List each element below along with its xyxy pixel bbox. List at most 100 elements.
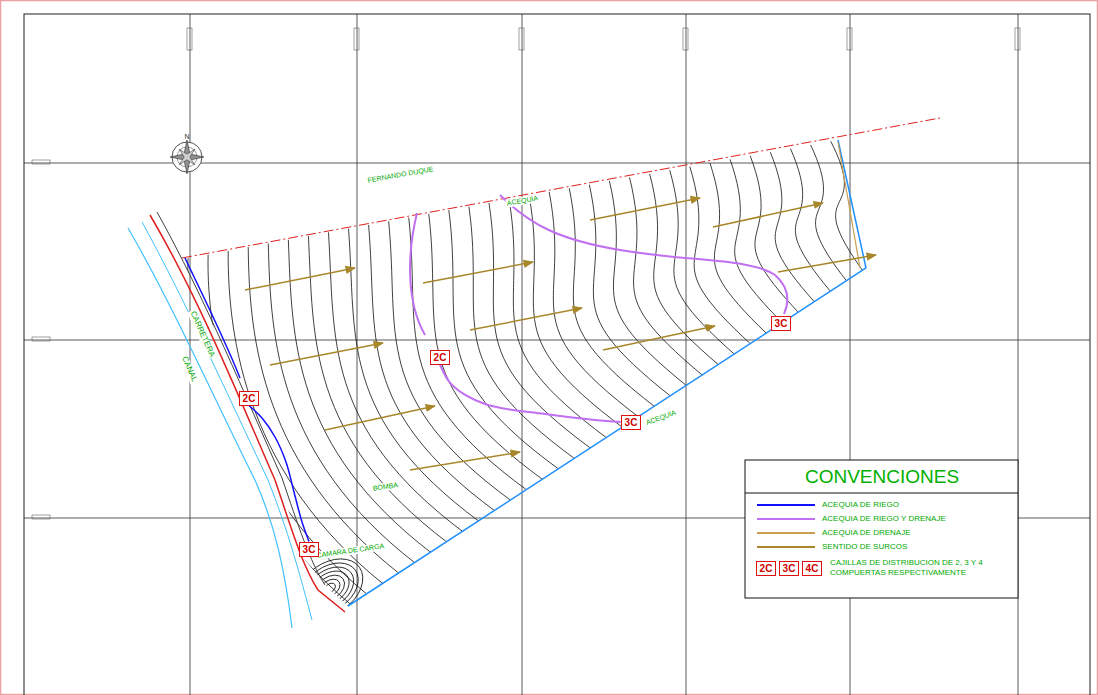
legend-sample (757, 546, 815, 548)
legend-text: ACEQUIA DE DRENAJE (822, 528, 910, 537)
contour-line (649, 173, 719, 366)
contour-line (268, 243, 415, 563)
irrigation-drainage-ditch (410, 213, 425, 335)
map-label: CARRETERA (187, 309, 216, 359)
contour-line (429, 214, 544, 480)
box-label: 3C (783, 563, 796, 574)
map-label: CANAL (179, 354, 199, 384)
furrow-arrow (410, 452, 520, 470)
legend-box (745, 460, 1018, 598)
grid-tick (519, 28, 524, 50)
label-anchor: FERNANDO DUQUE (365, 157, 436, 187)
grid-line (190, 14, 191, 695)
map-label: ACEQUIA (505, 194, 539, 207)
drawing-frame (24, 14, 1090, 695)
contour-line (409, 218, 528, 491)
map-label: N (183, 133, 190, 141)
furrow-arrow (603, 326, 715, 350)
contour-line (288, 240, 431, 553)
contour-line (286, 547, 374, 629)
contour-line (770, 151, 816, 304)
legend-sample (757, 518, 815, 520)
legend-box-symbol: 3C (779, 561, 800, 576)
contour-line (790, 147, 832, 293)
contour-line (208, 255, 367, 595)
box-label: 3C (775, 318, 788, 329)
grid-tick (187, 28, 192, 50)
label-anchor: CONVENCIONES (804, 467, 960, 488)
legend-text: SENTIDO DE SURCOS (822, 542, 907, 551)
distribution-box: 3C (771, 316, 792, 331)
contour-line (690, 166, 752, 345)
furrow-arrow (423, 262, 533, 283)
irrigation-ditch (185, 258, 240, 378)
box-label: 2C (243, 393, 256, 404)
furrow-arrow (590, 198, 700, 220)
contour-line (589, 184, 671, 397)
grid-line (686, 14, 687, 695)
grid-line (522, 14, 523, 695)
label-anchor: N (183, 125, 190, 143)
contour-line (750, 155, 800, 314)
grid-tick (32, 160, 50, 164)
legend-divider (745, 493, 1018, 494)
legend-entry: ACEQUIA DE RIEGO (822, 500, 899, 510)
furrow-arrow (470, 308, 582, 330)
furrow-arrow (713, 203, 823, 227)
road-edge (157, 212, 325, 585)
label-anchor: BOMBA (370, 473, 400, 495)
box-label: 2C (434, 352, 447, 363)
legend-title: CONVENCIONES (804, 467, 960, 488)
label-anchor: CARRETERA (186, 306, 223, 360)
grid-tick (1015, 28, 1020, 50)
label-anchor: CANAL (178, 351, 206, 385)
grid-line (24, 340, 1090, 341)
legend-text: ACEQUIA DE RIEGO Y DRENAJE (822, 514, 946, 523)
grid-tick (683, 28, 688, 50)
contour-line (850, 136, 880, 262)
distribution-box: 3C (621, 415, 642, 430)
distribution-box: 3C (299, 542, 320, 557)
legend-frame (745, 460, 1018, 598)
contour-line (328, 232, 463, 532)
contour-line (304, 564, 355, 612)
legend-box-symbol: 2C (756, 561, 777, 576)
legend-text: CAJILLAS DE DISTRIBUCION DE 2, 3 Y 4 COM… (830, 558, 983, 577)
contour-line (629, 177, 703, 376)
map-label: ACEQUIA (644, 408, 678, 427)
irrigation-ditch (249, 406, 309, 542)
irrigation-drainage-ditch (500, 195, 787, 314)
label-anchor: CAMARA DE CARGA (314, 534, 386, 562)
north-arrow (170, 140, 204, 174)
box-label: 3C (625, 417, 638, 428)
furrow-arrows (245, 198, 876, 470)
furrow-arrow (778, 255, 876, 272)
label-anchor: ACEQUIA (641, 401, 679, 429)
furrow-arrow (325, 406, 435, 430)
contour-line (369, 225, 496, 511)
property-line (182, 118, 940, 258)
legend-sample (757, 504, 815, 506)
grid-tick (847, 28, 852, 50)
grid-tick (32, 337, 50, 341)
contour-line (569, 188, 655, 407)
box-label: 3C (303, 544, 316, 555)
legend-entry: CAJILLAS DE DISTRIBUCION DE 2, 3 Y 4 COM… (830, 558, 1010, 577)
contour-line (449, 210, 560, 470)
label-anchor: ACEQUIA (504, 186, 540, 210)
map-label: CAMARA DE CARGA (315, 542, 385, 559)
compass-star (171, 141, 202, 172)
box-label: 2C (760, 563, 773, 574)
grid-tick (354, 28, 359, 50)
irrigation-drainage-ditch (440, 365, 621, 423)
compass-star (170, 140, 204, 174)
contour-line (317, 576, 344, 601)
distribution-box: 2C (430, 350, 451, 365)
legend-text: ACEQUIA DE RIEGO (822, 500, 899, 509)
legend-box-symbol: 4C (802, 561, 823, 576)
legend-sample (757, 532, 815, 534)
furrow-arrow (245, 268, 355, 290)
